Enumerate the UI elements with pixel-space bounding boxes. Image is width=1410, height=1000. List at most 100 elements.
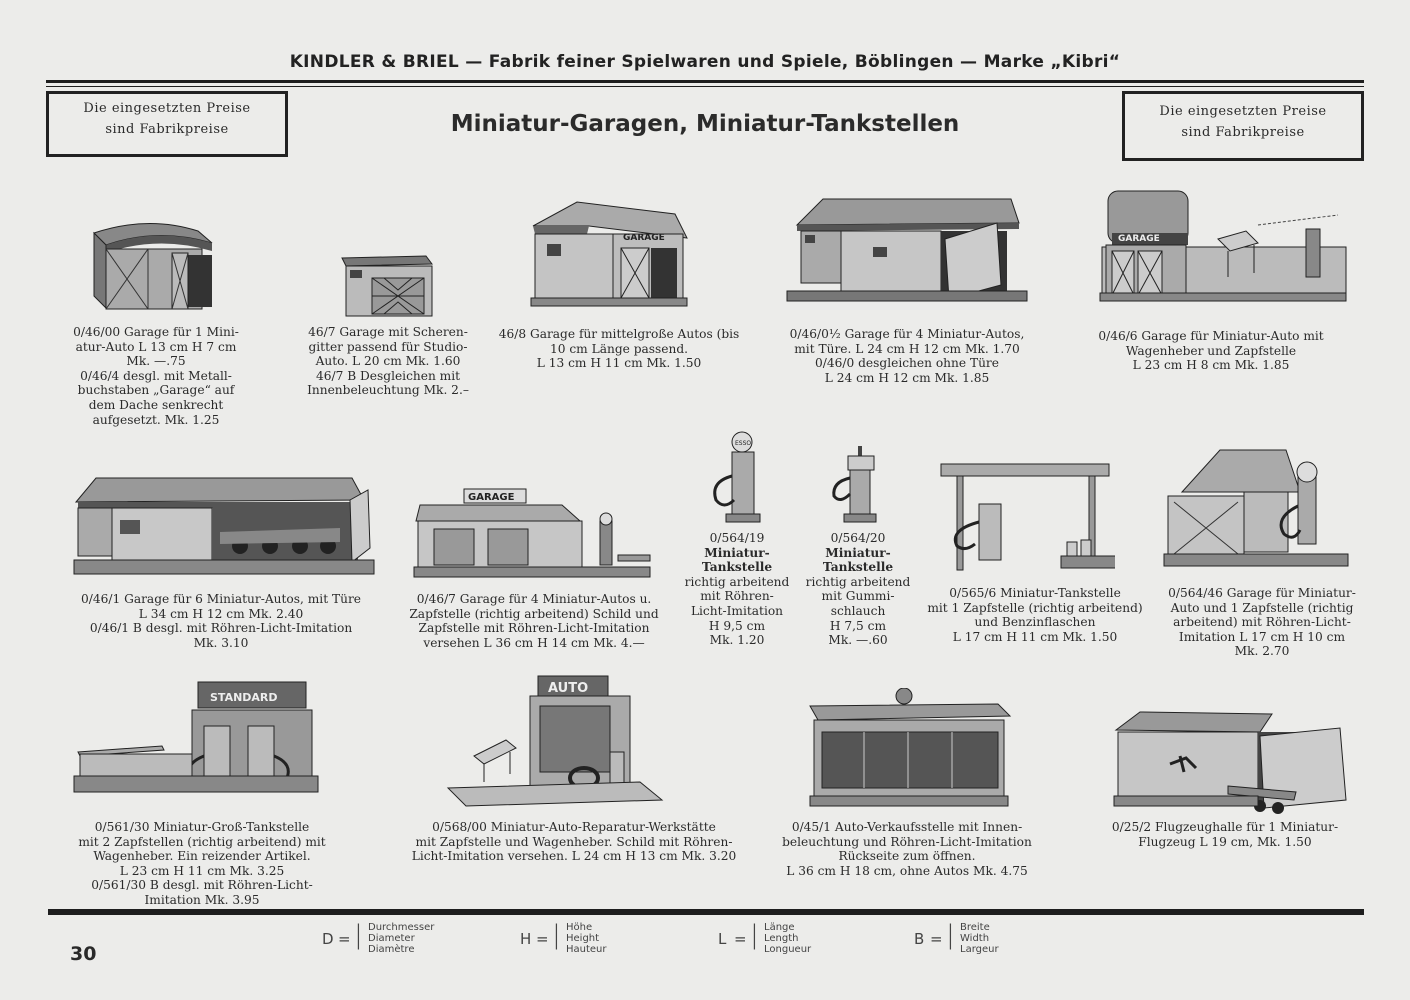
legend-letter: L: [718, 930, 727, 948]
garage-0-46-1-image: [73, 477, 375, 575]
legend-word: Width: [960, 933, 990, 944]
caption-line: 0/564/20: [830, 531, 886, 545]
legend-word: Hauteur: [566, 944, 607, 955]
caption-line: mit Gummi-: [821, 589, 895, 604]
caption-line: L 34 cm H 12 cm Mk. 2.40: [138, 606, 304, 621]
caption-line: Auto. L 20 cm Mk. 1.60: [315, 354, 461, 369]
caption-line: 0/46/0 desgleichen ohne Türe: [815, 356, 999, 371]
legend-letter: D: [322, 930, 334, 948]
legend-letter: H: [520, 930, 532, 948]
garage-0-46-6-image: GARAGE: [1099, 190, 1347, 302]
garage-sign: GARAGE: [468, 492, 515, 503]
caption-line: 0/45/1 Auto-Verkaufsstelle mit Innen-: [791, 820, 1023, 834]
price-note-right: Die eingesetzten Preise sind Fabrikpreis…: [1122, 91, 1364, 161]
caption-line: Zapfstelle mit Röhren-Licht-Imitation: [418, 621, 650, 636]
legend-word: Height: [566, 933, 600, 944]
company-header: KINDLER & BRIEL — Fabrik feiner Spielwar…: [289, 52, 1121, 72]
caption-line: 0/46/00 Garage für 1 Mini-: [73, 325, 239, 339]
caption-line: dem Dache senkrecht: [88, 397, 224, 412]
caption-line: 0/46/4 desgl. mit Metall-: [80, 368, 232, 383]
caption-0-46-7: 0/46/7 Garage für 4 Miniatur-Autos u. Za…: [394, 592, 674, 650]
caption-line: L 36 cm H 18 cm, ohne Autos Mk. 4.75: [786, 863, 1028, 878]
legend-brace: |: [946, 920, 955, 950]
caption-line: Rückseite zum öffnen.: [838, 849, 976, 864]
caption-line: mit Röhren-: [700, 589, 774, 604]
caption-line: Mk. 3.10: [193, 635, 249, 650]
station-0-561-30-image: STANDARD: [73, 681, 319, 793]
caption-line: 0/46/1 B desgl. mit Röhren-Licht-Imitati…: [89, 621, 353, 636]
caption-line: Mk. 1.20: [709, 633, 765, 648]
caption-0-46-00: 0/46/00 Garage für 1 Mini- atur-Auto L 1…: [56, 325, 256, 427]
caption-0-568-00: 0/568/00 Miniatur-Auto-Reparatur-Werkstä…: [402, 820, 746, 864]
auto-sign: AUTO: [548, 681, 588, 696]
legend-word: Höhe: [566, 922, 593, 933]
price-note-right-line2: sind Fabrikpreise: [1181, 125, 1305, 140]
legend-word: Length: [764, 933, 799, 944]
legend-word: Länge: [764, 922, 795, 933]
price-note-left-line2: sind Fabrikpreise: [105, 122, 229, 137]
caption-line: 46/8 Garage für mittelgroße Autos (bis: [498, 327, 740, 341]
caption-line: Zapfstelle (richtig arbeitend) Schild un…: [409, 606, 659, 621]
caption-0-564-20: 0/564/20 Miniatur- Tankstelle richtig ar…: [800, 531, 916, 648]
caption-line: L 17 cm H 11 cm Mk. 1.50: [952, 629, 1118, 644]
legend-equals: =: [338, 930, 351, 948]
caption-line: 0/46/7 Garage für 4 Miniatur-Autos u.: [416, 592, 652, 606]
caption-line: 46/7 B Desgleichen mit: [315, 368, 461, 383]
caption-line: 10 cm Länge passend.: [549, 341, 689, 356]
pump-0-564-19-image: ESSO: [713, 431, 761, 523]
legend-brace: |: [552, 920, 561, 950]
caption-line: gitter passend für Studio-: [308, 339, 468, 354]
caption-line: richtig arbeitend: [805, 574, 911, 589]
caption-line: aufgesetzt. Mk. 1.25: [92, 412, 220, 427]
garage-46-7-image: [341, 255, 433, 317]
caption-line: 46/7 Garage mit Scheren-: [308, 325, 468, 339]
caption-line: mit Türe. L 24 cm H 12 cm Mk. 1.70: [794, 341, 1020, 356]
caption-line: Wagenheber. Ein reizender Artikel.: [93, 849, 311, 864]
caption-line: mit 2 Zapfstellen (richtig arbeitend) mi…: [78, 834, 326, 849]
caption-line: 0/25/2 Flugzeughalle für 1 Miniatur-: [1111, 820, 1339, 834]
garage-0-46-00-image: [93, 222, 213, 310]
caption-line: H 7,5 cm: [829, 618, 887, 633]
legend-letter: B: [914, 930, 925, 948]
garage-roof-sign: GARAGE: [623, 233, 665, 243]
caption-line: L 13 cm H 11 cm Mk. 1.50: [536, 356, 702, 371]
caption-0-564-19: 0/564/19 Miniatur- Tankstelle richtig ar…: [680, 531, 794, 648]
caption-line: Imitation Mk. 3.95: [144, 892, 260, 907]
page-number: 30: [70, 943, 97, 965]
legend-brace: |: [354, 920, 363, 950]
caption-0-46-0-half: 0/46/0½ Garage für 4 Miniatur-Autos, mit…: [762, 327, 1052, 385]
price-note-left-line1: Die eingesetzten Preise: [83, 101, 251, 116]
caption-line: Wagenheber und Zapfstelle: [1125, 343, 1297, 358]
caption-line: Miniatur-: [825, 545, 891, 560]
caption-line: beleuchtung und Röhren-Licht-Imitation: [782, 834, 1032, 849]
header-rule-bottom: [46, 86, 1364, 87]
caption-line: arbeitend) mit Röhren-Licht-: [1173, 615, 1351, 630]
caption-line: Innenbeleuchtung Mk. 2.–: [307, 383, 469, 398]
legend-word: Durchmesser: [368, 922, 435, 933]
caption-line: Licht-Imitation: [690, 603, 784, 618]
caption-line: mit 1 Zapfstelle (richtig arbeitend): [927, 600, 1143, 615]
caption-46-8: 46/8 Garage für mittelgroße Autos (bis 1…: [484, 327, 754, 371]
legend-equals: =: [536, 930, 549, 948]
caption-line: L 24 cm H 12 cm Mk. 1.85: [824, 370, 990, 385]
price-note-left: Die eingesetzten Preise sind Fabrikpreis…: [46, 91, 288, 157]
legend-height: H = | Höhe Height Hauteur: [520, 920, 660, 962]
garage-0-46-0-half-image: [786, 198, 1028, 302]
caption-line: L 23 cm H 11 cm Mk. 3.25: [119, 863, 285, 878]
footer-rule: [48, 909, 1364, 915]
caption-line: und Benzinflaschen: [974, 615, 1096, 630]
caption-line: 0/561/30 B desgl. mit Röhren-Licht-: [91, 878, 313, 893]
workshop-0-568-00-image: AUTO: [446, 675, 664, 807]
caption-0-565-6: 0/565/6 Miniatur-Tankstelle mit 1 Zapfst…: [920, 586, 1150, 644]
legend-word: Diameter: [368, 933, 415, 944]
legend-word: Largeur: [960, 944, 999, 955]
caption-line: Tankstelle: [701, 560, 773, 575]
legend-words: Länge Length Longueur: [764, 922, 811, 955]
legend-width: B = | Breite Width Largeur: [914, 920, 1054, 962]
esso-sign: ESSO: [735, 440, 751, 447]
caption-line: Tankstelle: [822, 560, 894, 575]
caption-line: schlauch: [830, 603, 886, 618]
hangar-0-25-2-image: [1113, 711, 1347, 814]
caption-0-564-46: 0/564/46 Garage für Miniatur- Auto und 1…: [1156, 586, 1368, 659]
caption-line: atur-Auto L 13 cm H 7 cm: [75, 339, 237, 354]
